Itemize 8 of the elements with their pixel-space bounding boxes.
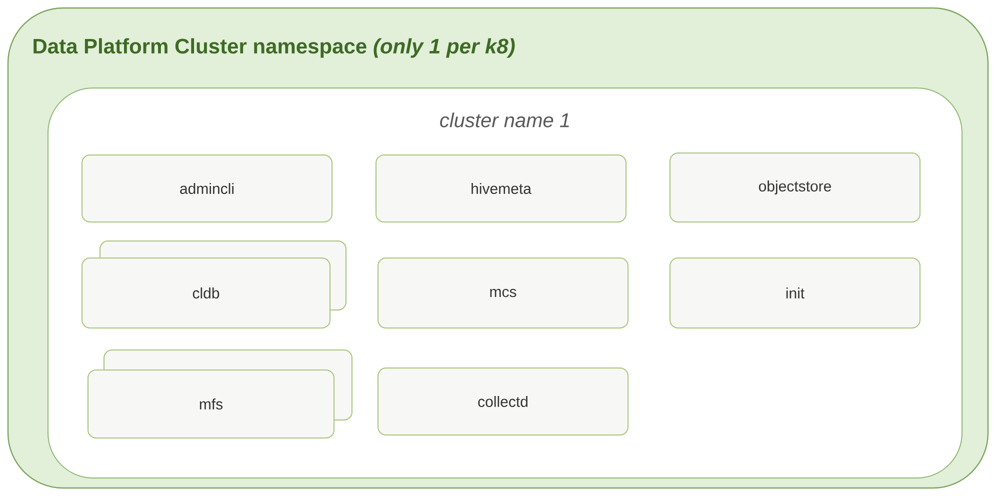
- stacked-service-box: cldb: [82, 240, 346, 328]
- service-box: mcs: [378, 258, 628, 328]
- service-box: init: [670, 258, 920, 328]
- stacked-service-box: mfs: [88, 350, 352, 438]
- service-box: objectstore: [670, 152, 920, 222]
- service-box: hivemeta: [376, 154, 626, 222]
- service-box: admincli: [82, 154, 332, 222]
- service-box: collectd: [378, 368, 628, 436]
